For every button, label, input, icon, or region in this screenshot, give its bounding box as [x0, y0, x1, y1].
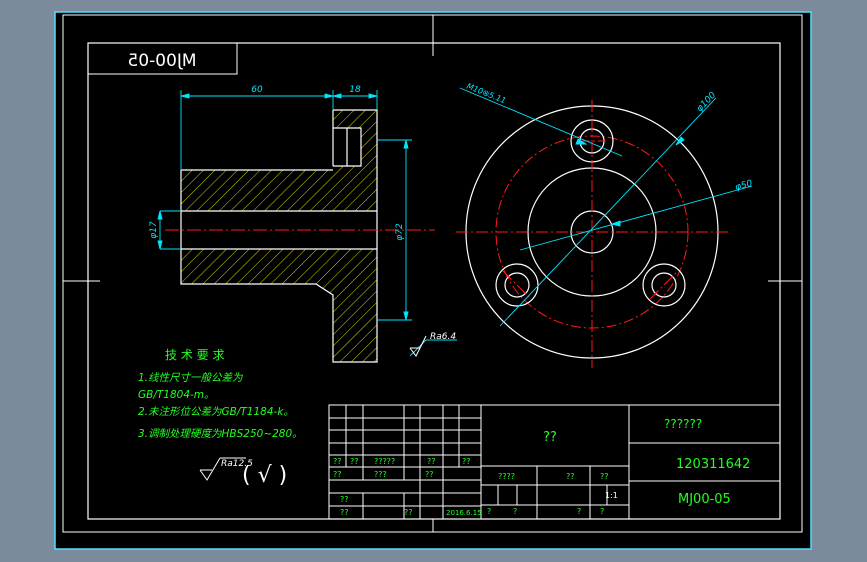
title-block-cells: ?? ?? ????? ?? ?? ?? ??? ?? ?? ?? ?? 201…: [333, 457, 618, 517]
tech-line2: GB/T1804-m。: [138, 389, 215, 401]
tb-sheet1: ?: [487, 507, 491, 516]
tb-d1: ??: [340, 508, 349, 517]
tech-line4: 3.调制处理硬度为HBS250~280。: [138, 428, 303, 440]
mirrored-drawing-code: MJ00-05: [127, 51, 196, 71]
tb-sheet4: ?: [600, 507, 604, 516]
tb-school: ??????: [664, 417, 702, 431]
tb-sheet2: ?: [513, 507, 517, 516]
tb-a2: ??: [350, 457, 359, 466]
tech-requirements: 技 术 要 求 1.线性尺寸一般公差为 GB/T1804-m。 2.未注形位公差…: [138, 348, 303, 440]
tb-student-no: 120311642: [676, 457, 750, 472]
tb-a5: ??: [462, 457, 471, 466]
tb-d2: ??: [404, 508, 413, 517]
tb-a1: ??: [333, 457, 342, 466]
tb-b2: ???: [374, 470, 387, 479]
dim-phi72: φ72: [395, 223, 405, 241]
roughness-ra64: Ra6.4: [430, 332, 456, 342]
front-view: [456, 100, 728, 368]
dim-phi50: φ50: [734, 179, 754, 193]
roughness-symbol-a: [409, 335, 427, 357]
front-dimensions: [459, 87, 753, 327]
tb-part-name: ??: [543, 430, 557, 445]
centering-marks: [63, 15, 802, 532]
section-dimensions: [157, 90, 457, 357]
tb-ratio: ??: [600, 472, 609, 481]
tb-scale: 1:1: [605, 491, 618, 500]
roughness-symbol-general: [199, 457, 246, 481]
tech-line3: 2.未注形位公差为GB/T1184-k。: [138, 406, 294, 418]
tb-b1: ??: [333, 470, 342, 479]
dim-60: 60: [251, 85, 263, 95]
code-box: [87, 42, 238, 75]
dim-18: 18: [349, 85, 361, 95]
dim-phi17: φ17: [149, 221, 159, 239]
tb-drawing-no: MJ00-05: [678, 492, 731, 507]
tb-a4: ??: [427, 457, 436, 466]
title-block-grid: [328, 404, 781, 520]
tech-line1: 1.线性尺寸一般公差为: [138, 372, 244, 384]
tb-weight: ??: [566, 472, 575, 481]
tb-c1: ??: [340, 495, 349, 504]
tb-sheet3: ?: [577, 507, 581, 516]
tb-date: 2016.6.15: [446, 509, 482, 517]
tb-stage: ????: [498, 472, 515, 481]
tb-b3: ??: [425, 470, 434, 479]
roughness-ra125: Ra12.5: [221, 459, 253, 469]
section-view: [165, 109, 435, 363]
tb-a3: ?????: [374, 457, 395, 466]
roughness-other: ( √ ): [242, 463, 287, 488]
tech-title: 技 术 要 求: [165, 348, 224, 362]
